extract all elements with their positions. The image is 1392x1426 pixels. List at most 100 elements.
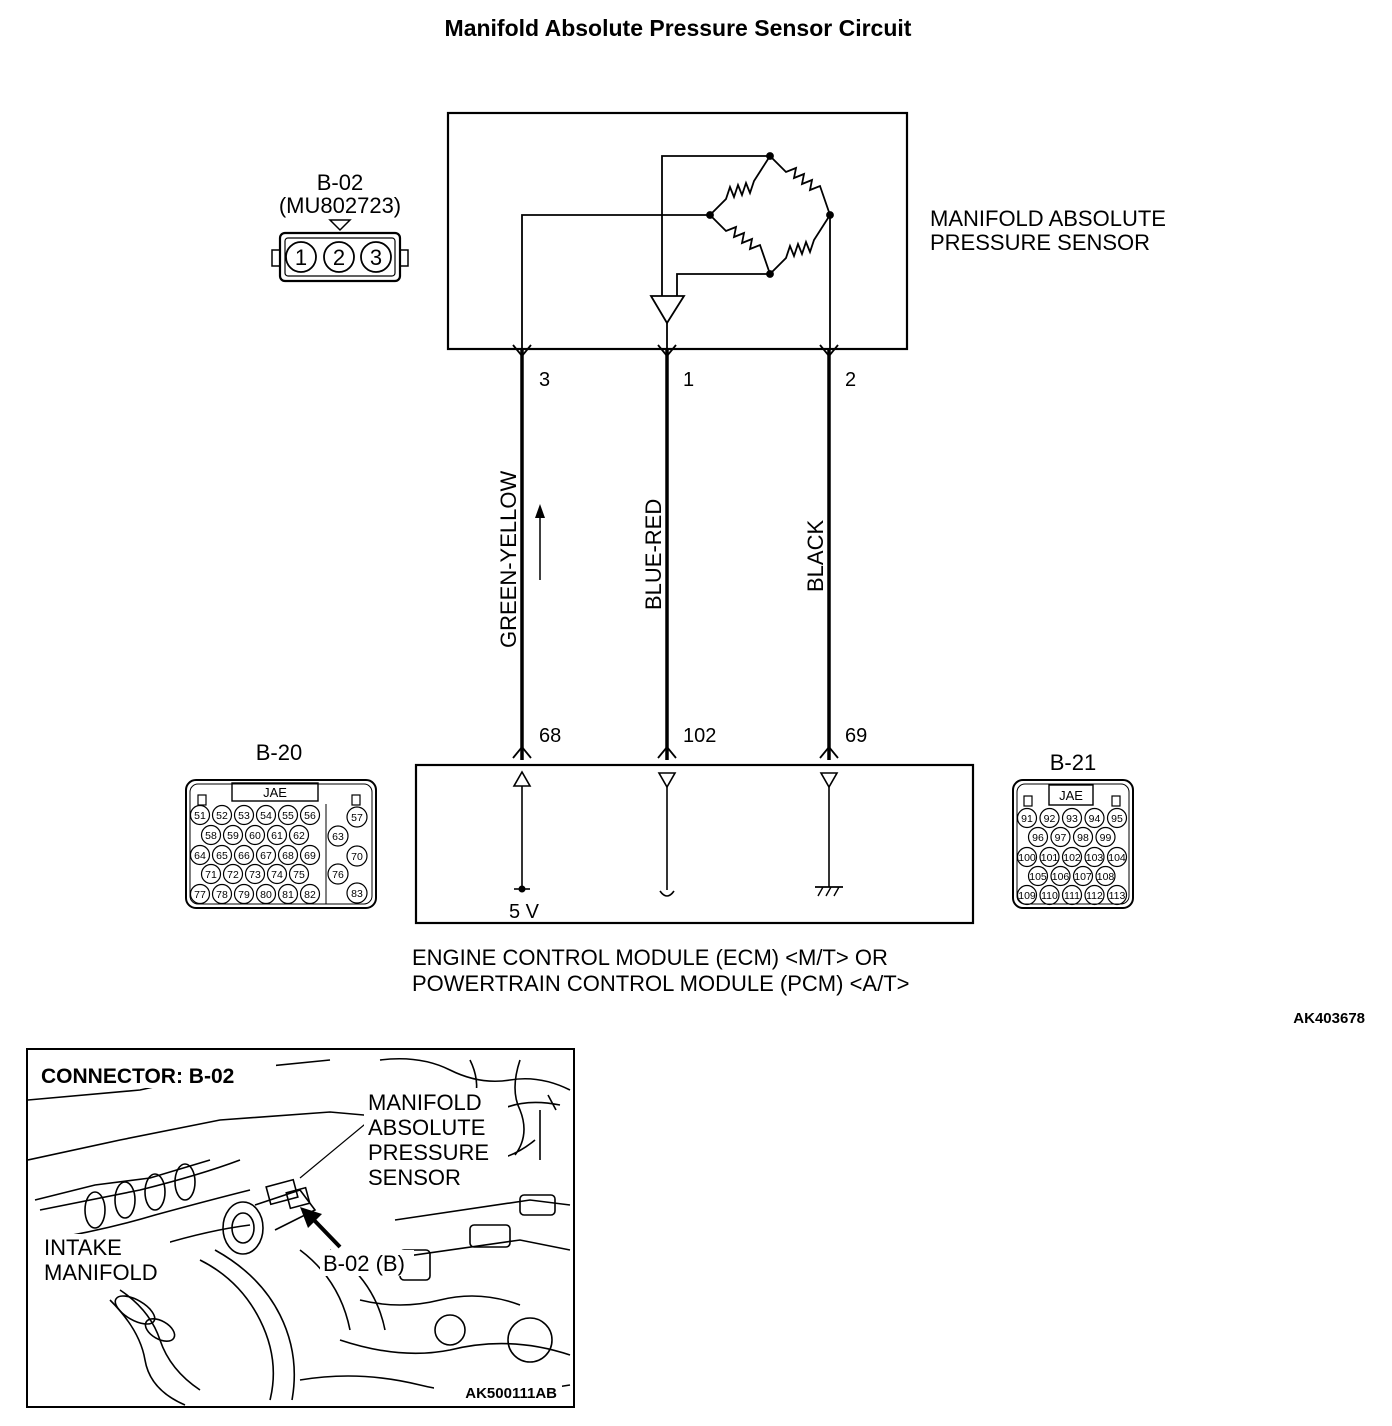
- wire-harness: [512, 344, 839, 760]
- connector-pin-label: 69: [304, 850, 316, 862]
- connector-pin-label: 80: [260, 889, 272, 901]
- connector-pin: [1084, 807, 1105, 829]
- b02-pin-2: 2: [333, 245, 345, 270]
- connector-pin: [1106, 884, 1128, 906]
- connector-pin-label: 55: [282, 810, 294, 822]
- connector-pin-label: 64: [194, 850, 206, 862]
- module-label-line1: ENGINE CONTROL MODULE (ECM) <M/T> OR: [412, 945, 888, 970]
- ecm-box: [414, 763, 975, 925]
- diagram-title: Manifold Absolute Pressure Sensor Circui…: [445, 15, 912, 41]
- b20-connector-id: B-20: [256, 740, 302, 765]
- connector-location-inset: CONNECTOR: B-02 MANIFOLD ABSOLUTE PRESSU…: [26, 1048, 575, 1408]
- connector-pin: [200, 863, 222, 885]
- connector-pin-label: 83: [351, 888, 363, 900]
- connector-pin: [244, 824, 266, 846]
- b02-connector-face: B-02 (MU802723) 1 2 3: [271, 170, 409, 283]
- connector-pin-label: 68: [282, 850, 294, 862]
- connector-pin-label: 97: [1055, 832, 1067, 844]
- connector-pin: [255, 844, 277, 866]
- connector-pin: [327, 825, 349, 847]
- sensor-pin-2-label: 2: [845, 369, 856, 391]
- connector-pin: [233, 844, 255, 866]
- connector-pin: [1039, 884, 1060, 906]
- connector-pin: [1016, 846, 1038, 868]
- connector-pin-label: 66: [238, 850, 250, 862]
- connector-pin-label: 62: [293, 830, 305, 842]
- connector-pin-label: 110: [1041, 890, 1058, 902]
- connector-pin: [189, 844, 211, 866]
- connector-pin: [1050, 826, 1071, 848]
- connector-pin: [1072, 826, 1094, 848]
- connector-pin-label: 65: [216, 850, 228, 862]
- connector-pin: [266, 824, 288, 846]
- module-pin-68-label: 68: [539, 725, 561, 747]
- connector-pin-label: 101: [1041, 852, 1059, 864]
- connector-pin-label: 98: [1077, 832, 1089, 844]
- connector-pin: [299, 883, 321, 905]
- connector-pin: [327, 863, 349, 885]
- connector-pin: [277, 804, 299, 826]
- module-pin-102-label: 102: [683, 725, 716, 747]
- diagram-code: AK403678: [1293, 1010, 1365, 1027]
- connector-pin: [1061, 884, 1083, 906]
- connector-pin-label: 71: [205, 869, 217, 881]
- inset-component-line2: ABSOLUTE: [368, 1115, 485, 1140]
- connector-pin-label: 78: [216, 889, 228, 901]
- connector-pin: [1039, 846, 1060, 868]
- sensor-label-line1: MANIFOLD ABSOLUTE: [930, 206, 1166, 231]
- connector-pin: [255, 804, 277, 826]
- connector-pin-label: 70: [351, 851, 363, 863]
- connector-pin-label: 53: [238, 810, 250, 822]
- connector-pin-label: 81: [282, 889, 294, 901]
- connector-pin-label: 112: [1086, 890, 1103, 902]
- connector-pin-label: 113: [1109, 890, 1126, 902]
- connector-pin: [233, 804, 255, 826]
- inset-connector-callout: B-02 (B): [323, 1251, 405, 1276]
- b02-connector-id: B-02: [317, 170, 363, 195]
- connector-pin: [288, 863, 310, 885]
- connector-pin: [233, 883, 255, 905]
- connector-pin: [346, 806, 368, 828]
- connector-pin: [1016, 807, 1038, 829]
- b21-connector-id: B-21: [1050, 750, 1096, 775]
- connector-pin-label: 111: [1064, 890, 1080, 902]
- connector-pin-label: 79: [238, 889, 250, 901]
- connector-pin: [1084, 884, 1105, 906]
- connector-pin-label: 58: [205, 830, 217, 842]
- connector-pin: [299, 844, 321, 866]
- b21-maker: JAE: [1059, 788, 1083, 803]
- connector-pin-label: 93: [1066, 813, 1078, 825]
- connector-pin-label: 59: [227, 830, 239, 842]
- connector-pin-label: 95: [1111, 813, 1123, 825]
- connector-pin: [1084, 846, 1105, 868]
- connector-pin-label: 75: [293, 869, 305, 881]
- connector-pin-label: 57: [351, 812, 363, 824]
- connector-pin: [346, 882, 368, 904]
- connector-pin-label: 104: [1108, 852, 1126, 864]
- connector-pin-label: 109: [1018, 890, 1036, 902]
- inset-component-line3: PRESSURE: [368, 1140, 489, 1165]
- connector-pin: [1095, 826, 1116, 848]
- module-pin-69-label: 69: [845, 725, 867, 747]
- connector-pin: [346, 845, 368, 867]
- connector-pin: [189, 883, 211, 905]
- connector-pin-label: 100: [1018, 852, 1036, 864]
- connector-pin-label: 76: [332, 869, 344, 881]
- connector-pin: [189, 804, 211, 826]
- connector-pin: [288, 824, 310, 846]
- connector-pin: [211, 804, 233, 826]
- connector-pin-label: 82: [304, 889, 316, 901]
- connector-pin-label: 107: [1074, 871, 1092, 883]
- connector-pin-label: 108: [1097, 871, 1115, 883]
- connector-pin-label: 102: [1063, 852, 1081, 864]
- connector-pin-label: 103: [1086, 852, 1104, 864]
- inset-code: AK500111AB: [465, 1385, 557, 1402]
- connector-key-triangle: [328, 219, 352, 232]
- connector-pin-label: 77: [194, 889, 206, 901]
- connector-pin: [211, 883, 233, 905]
- wire-color-blue-red: BLUE-RED: [641, 499, 666, 610]
- connector-pin: [1106, 807, 1128, 829]
- connector-pin-label: 99: [1100, 832, 1112, 844]
